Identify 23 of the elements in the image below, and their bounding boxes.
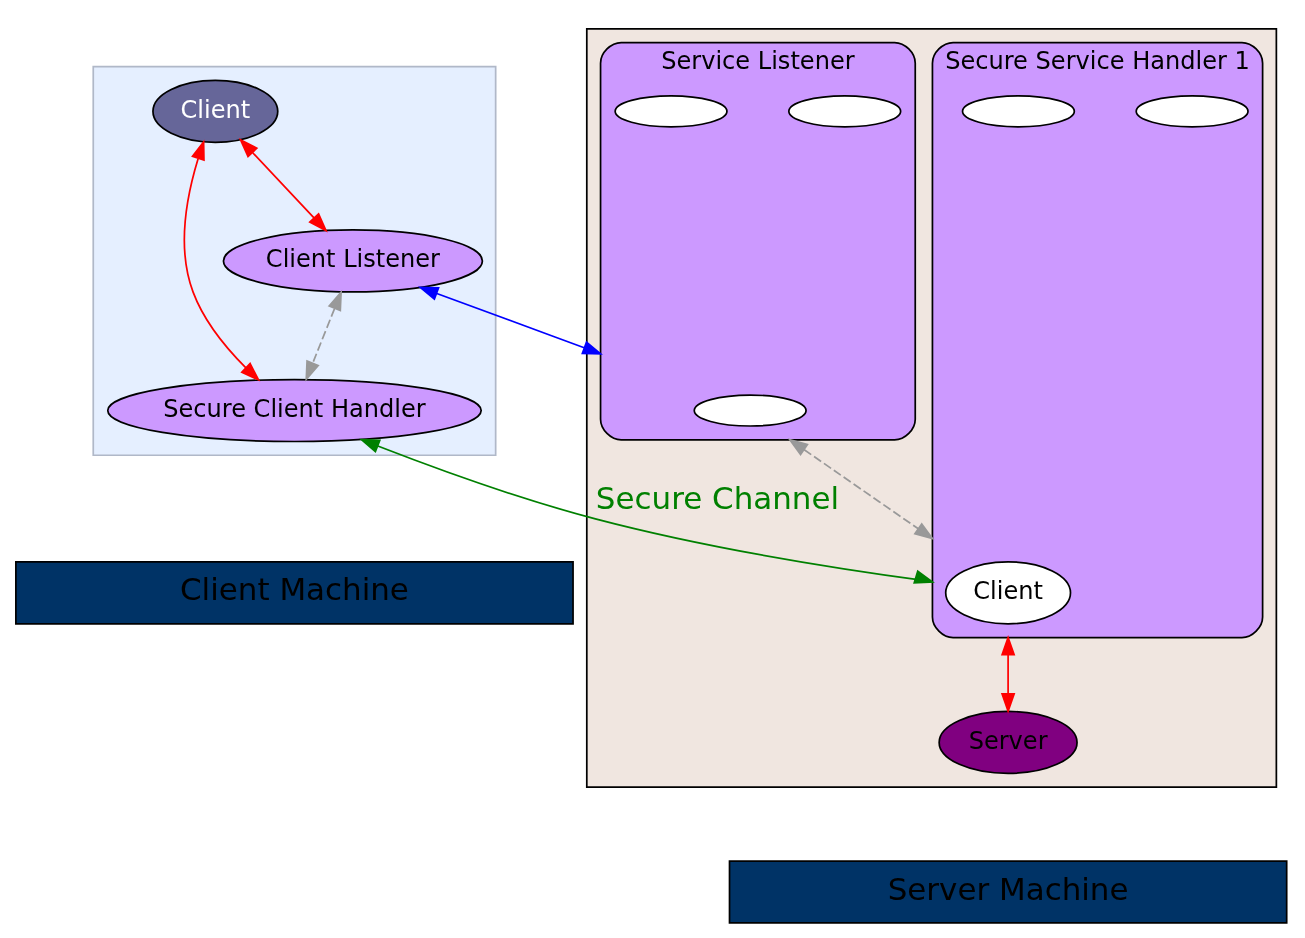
cluster bbox=[91, 65, 496, 457]
node-box: Client Machine bbox=[14, 561, 574, 625]
node-box: Server Machine bbox=[728, 860, 1288, 924]
node-ellipse: Client bbox=[944, 561, 1071, 625]
arrow bbox=[417, 286, 603, 355]
arrow bbox=[358, 438, 935, 584]
arrow bbox=[1000, 634, 1015, 714]
node-ellipse: Server bbox=[937, 710, 1078, 775]
arrow bbox=[238, 137, 328, 233]
node-ellipse bbox=[1134, 95, 1249, 128]
node-ellipse: Client bbox=[151, 79, 279, 144]
node-ellipse: Client Listener bbox=[222, 229, 483, 293]
cluster: Service Listener bbox=[599, 41, 916, 441]
node-ellipse bbox=[787, 95, 901, 128]
node-ellipse bbox=[961, 95, 1075, 128]
node-ellipse bbox=[613, 95, 728, 128]
arrow bbox=[304, 289, 342, 382]
edge-label: Secure Channel bbox=[595, 480, 839, 517]
cluster bbox=[585, 27, 1277, 788]
arrow bbox=[787, 438, 935, 541]
node-ellipse: Secure Client Handler bbox=[106, 378, 482, 443]
arrow bbox=[183, 139, 260, 382]
node-ellipse bbox=[692, 394, 807, 427]
